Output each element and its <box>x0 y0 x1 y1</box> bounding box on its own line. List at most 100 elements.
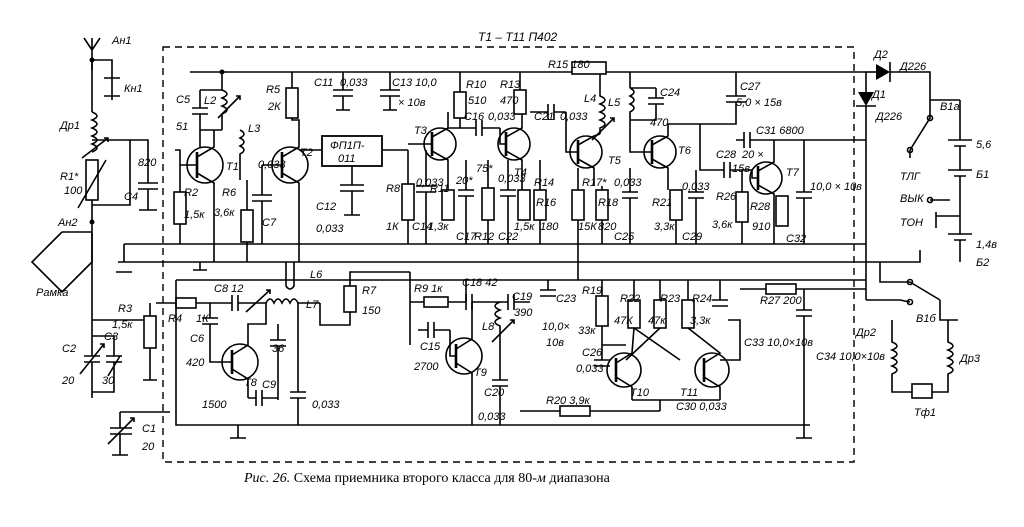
label-c29: С29 <box>682 231 702 243</box>
label-c25: С25 <box>614 231 635 243</box>
label-r2: R2 <box>184 187 198 199</box>
label-r17: R17* <box>582 177 607 189</box>
label-c5-value: 51 <box>176 121 188 133</box>
label-r6: R6 <box>222 187 237 199</box>
label-r16: R16 <box>536 197 557 209</box>
label-c13: С13 10,0 <box>392 77 438 89</box>
audio-stage <box>718 132 866 244</box>
label-r3-value: 1,5к <box>112 319 133 331</box>
label-t4: Т4 <box>514 167 527 179</box>
label-c23-unit: 10в <box>546 337 564 349</box>
label-c10-value: 36 <box>272 343 285 355</box>
label-r14: R14 <box>534 177 554 189</box>
label-r26-value: 3,6к <box>712 219 733 231</box>
label-c9: С9 <box>262 379 276 391</box>
label-r1: R1* <box>60 171 79 183</box>
label-c11: С11 <box>314 77 333 89</box>
label-c9-value: 1500 <box>202 399 227 411</box>
label-c12-value: 0,033 <box>316 223 344 235</box>
label-r7-value: 150 <box>362 305 381 317</box>
label-r18-value: 820 <box>598 221 617 233</box>
label-vyk: ВЫК <box>900 193 924 205</box>
label-dr2: Др2 <box>854 327 876 339</box>
label-c24: С24 <box>660 87 680 99</box>
label-r20: R20 3,9к <box>546 395 591 407</box>
label-c34: С34 10,0×10в <box>816 351 885 363</box>
label-r24: R24 <box>692 293 712 305</box>
label-c11-value: 0,033 <box>340 77 368 89</box>
label-d2: Д2 <box>872 49 888 61</box>
label-r1-value: 100 <box>64 185 83 197</box>
label-r22-value: 47К <box>614 315 633 327</box>
label-ramka: Рамка <box>36 287 68 299</box>
label-r11: R11 <box>430 183 449 195</box>
label-dr3: Др3 <box>958 353 981 365</box>
label-t5: Т5 <box>608 155 622 167</box>
label-filter-2: 011 <box>338 153 356 165</box>
label-t2: Т2 <box>300 147 313 159</box>
label-t6: Т6 <box>678 145 692 157</box>
label-an1: Ан1 <box>111 35 132 47</box>
label-b1a: В1а <box>940 101 960 113</box>
label-c7-value: 0,033 <box>258 159 286 171</box>
label-l5: L5 <box>608 97 621 109</box>
label-c1: С1 <box>142 423 156 435</box>
lower-stage <box>409 262 866 439</box>
label-c25-value: 0,033 <box>614 177 642 189</box>
antenna-input-section <box>30 37 170 456</box>
label-t9: Т9 <box>474 367 487 379</box>
label-kn1: Кн1 <box>124 83 143 95</box>
label-c12: С12 <box>316 201 336 213</box>
label-r21: R21 <box>652 197 672 209</box>
label-c2: С2 <box>62 343 76 355</box>
label-c15: С15 <box>420 341 441 353</box>
label-r8: R8 <box>386 183 401 195</box>
label-c17-value: 20* <box>455 175 473 187</box>
label-tlg: ТЛГ <box>900 171 921 183</box>
label-c20-value: 0,033 <box>478 411 506 423</box>
label-c29-value: 0,033 <box>682 181 710 193</box>
label-t11: Т11 <box>680 387 698 399</box>
label-c23: С23 <box>556 293 577 305</box>
board-outline <box>162 46 855 463</box>
label-r9: R9 1к <box>414 283 443 295</box>
label-l7: L7 <box>306 299 319 311</box>
label-r23: R23 <box>660 293 681 305</box>
label-tf1: Тф1 <box>914 407 936 419</box>
label-c18: С18 42 <box>462 277 497 289</box>
label-c28: С28 <box>716 149 737 161</box>
label-b2: Б2 <box>976 257 989 269</box>
power-section <box>840 62 972 399</box>
label-c24-value: 470 <box>650 117 669 129</box>
label-c7: С7 <box>262 217 277 229</box>
label-r19: R19 <box>582 285 602 297</box>
label-c17: С17 <box>456 231 477 243</box>
caption-unit: м <box>536 471 546 486</box>
label-r3: R3 <box>118 303 133 315</box>
label-c30: С30 0,033 <box>676 401 728 413</box>
label-r12: R12 <box>474 231 494 243</box>
bus-lines <box>116 150 880 300</box>
label-r19-value: 33к <box>578 325 596 337</box>
label-c32-value: 10,0 × 10в <box>810 181 862 193</box>
label-dr1: Др1 <box>58 120 80 132</box>
label-r10: R10 <box>466 79 487 91</box>
label-r16-value: 180 <box>540 221 559 233</box>
label-r11-value: 1,3к <box>428 221 449 233</box>
label-c21: С21 <box>534 111 554 123</box>
label-c19-value: 390 <box>514 307 533 319</box>
label-b1b: В1б <box>916 313 936 325</box>
label-b2-value: 1,4в <box>976 239 997 251</box>
label-t3: Т3 <box>414 125 428 137</box>
label-c28-value: 15в <box>732 163 750 175</box>
label-an2: Ан2 <box>57 217 78 229</box>
label-filter: ФП1П- <box>330 140 365 152</box>
label-r18: R18 <box>598 197 619 209</box>
label-r10-value: 510 <box>468 95 487 107</box>
label-r24-value: 3,3к <box>690 315 711 327</box>
caption-text: Схема приемника второго класса для 80- <box>294 471 537 486</box>
label-c22: С22 <box>498 231 518 243</box>
caption-tail: диапазона <box>546 471 611 486</box>
figure-caption: Рис. 26. Схема приемника второго класса … <box>243 471 611 486</box>
bfo-stage <box>156 271 810 439</box>
